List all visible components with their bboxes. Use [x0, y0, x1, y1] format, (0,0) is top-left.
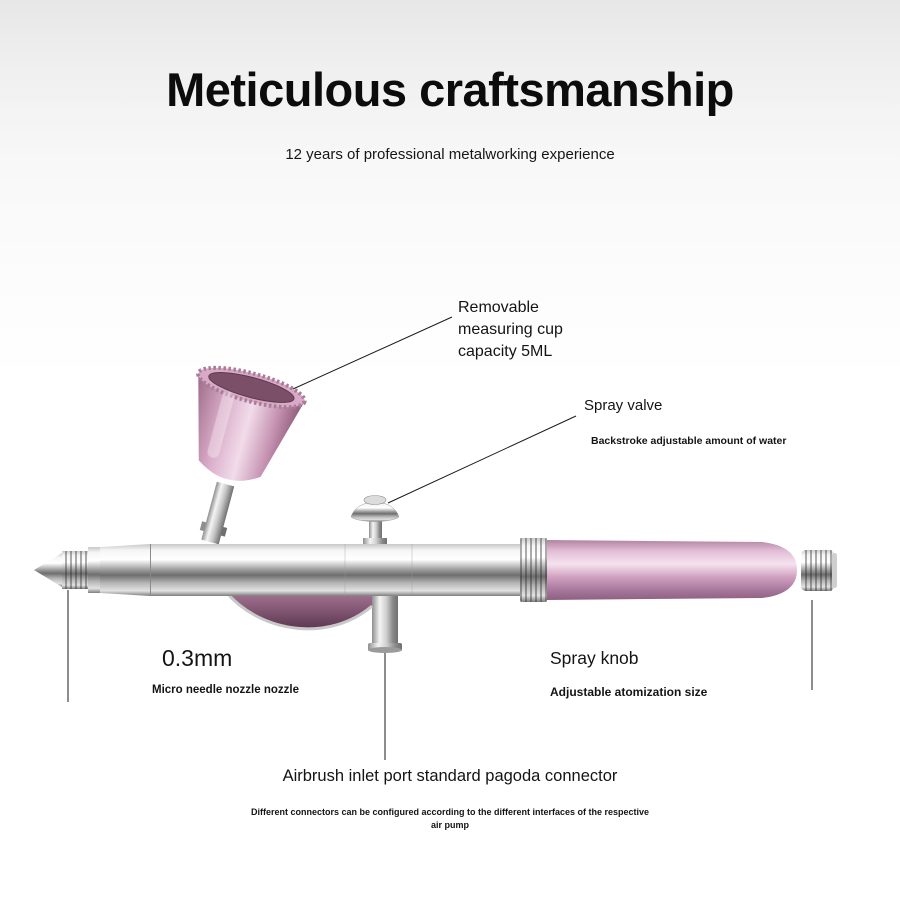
callout-measuring-cup: Removable measuring cup capacity 5ML [458, 297, 563, 363]
callout-inlet-title: Airbrush inlet port standard pagoda conn… [282, 767, 618, 785]
spray-valve [350, 495, 400, 546]
valve-callout-line [387, 415, 577, 504]
measuring-cup [196, 365, 307, 545]
callout-spray-valve-title: Spray valve [584, 397, 663, 414]
nozzle [34, 544, 150, 596]
callout-inlet-desc: Different connectors can be configured a… [250, 807, 650, 830]
callout-spray-knob-title: Spray knob [550, 648, 639, 668]
page-title: Meticulous craftsmanship [166, 63, 734, 116]
callout-measuring-cup-line1: Removable [458, 299, 539, 316]
callout-nozzle-size: 0.3mm [162, 645, 233, 671]
cup-callout-line [292, 316, 453, 390]
callout-measuring-cup-line2: measuring cup [458, 321, 563, 338]
airbrush [34, 365, 837, 653]
body [150, 544, 526, 596]
cup-opening [208, 372, 294, 403]
adjust-ring [520, 538, 547, 602]
callout-spray-valve-desc: Backstroke adjustable amount of water [591, 435, 787, 447]
spray-knob [801, 550, 837, 591]
handle [547, 540, 797, 600]
page-subtitle: 12 years of professional metalworking ex… [285, 146, 615, 163]
callout-spray-knob-desc: Adjustable atomization size [550, 685, 708, 699]
callout-lines [67, 316, 813, 760]
callout-measuring-cup-line3: capacity 5ML [458, 343, 553, 360]
callout-nozzle-desc: Micro needle nozzle nozzle [152, 684, 299, 696]
